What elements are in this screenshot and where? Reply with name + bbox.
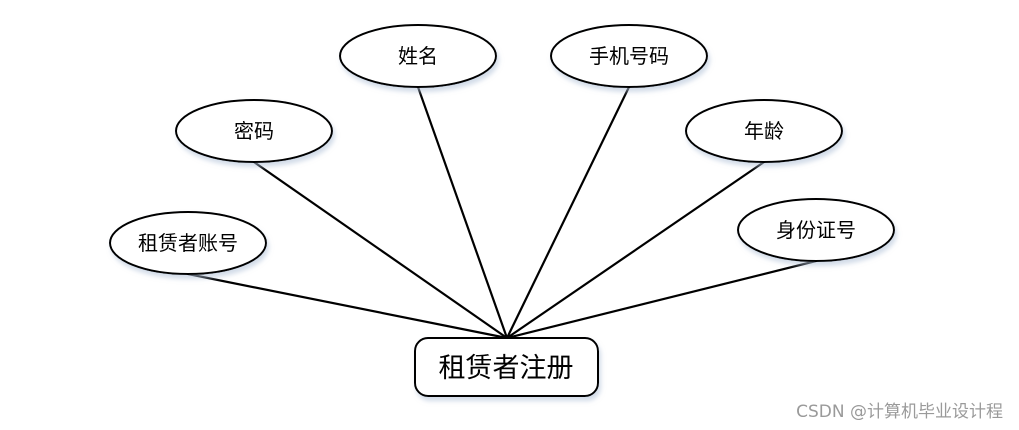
connector-age bbox=[506, 161, 765, 339]
attribute-label: 手机号码 bbox=[589, 44, 669, 68]
attribute-name: 姓名 bbox=[339, 24, 497, 88]
attribute-ellipse bbox=[737, 198, 895, 262]
connector-name bbox=[416, 86, 509, 339]
connectors bbox=[187, 86, 817, 340]
attribute-account: 租赁者账号 bbox=[109, 211, 267, 275]
attribute-label: 年龄 bbox=[744, 119, 784, 143]
attribute-label: 身份证号 bbox=[776, 218, 856, 242]
attribute-ellipse bbox=[685, 99, 843, 163]
connector-account bbox=[187, 272, 508, 340]
attribute-ellipse bbox=[550, 24, 708, 88]
attribute-phone: 手机号码 bbox=[550, 24, 708, 88]
attribute-label: 租赁者账号 bbox=[138, 231, 238, 255]
entity-label: 租赁者注册 bbox=[439, 353, 574, 384]
attribute-ellipse bbox=[339, 24, 497, 88]
attribute-label: 姓名 bbox=[398, 44, 438, 68]
connector-phone bbox=[506, 86, 630, 339]
watermark: CSDN @计算机毕业设计程 bbox=[796, 402, 1003, 422]
attribute-password: 密码 bbox=[175, 99, 333, 163]
attribute-id-number: 身份证号 bbox=[737, 198, 895, 262]
attribute-age: 年龄 bbox=[685, 99, 843, 163]
attribute-label: 密码 bbox=[234, 119, 274, 143]
connector-password bbox=[253, 161, 508, 339]
attribute-ellipse bbox=[175, 99, 333, 163]
attribute-ellipse bbox=[109, 211, 267, 275]
connector-id-number bbox=[506, 259, 817, 340]
entity-renter-registration: 租赁者注册 bbox=[414, 337, 599, 397]
entity-box bbox=[414, 337, 599, 397]
